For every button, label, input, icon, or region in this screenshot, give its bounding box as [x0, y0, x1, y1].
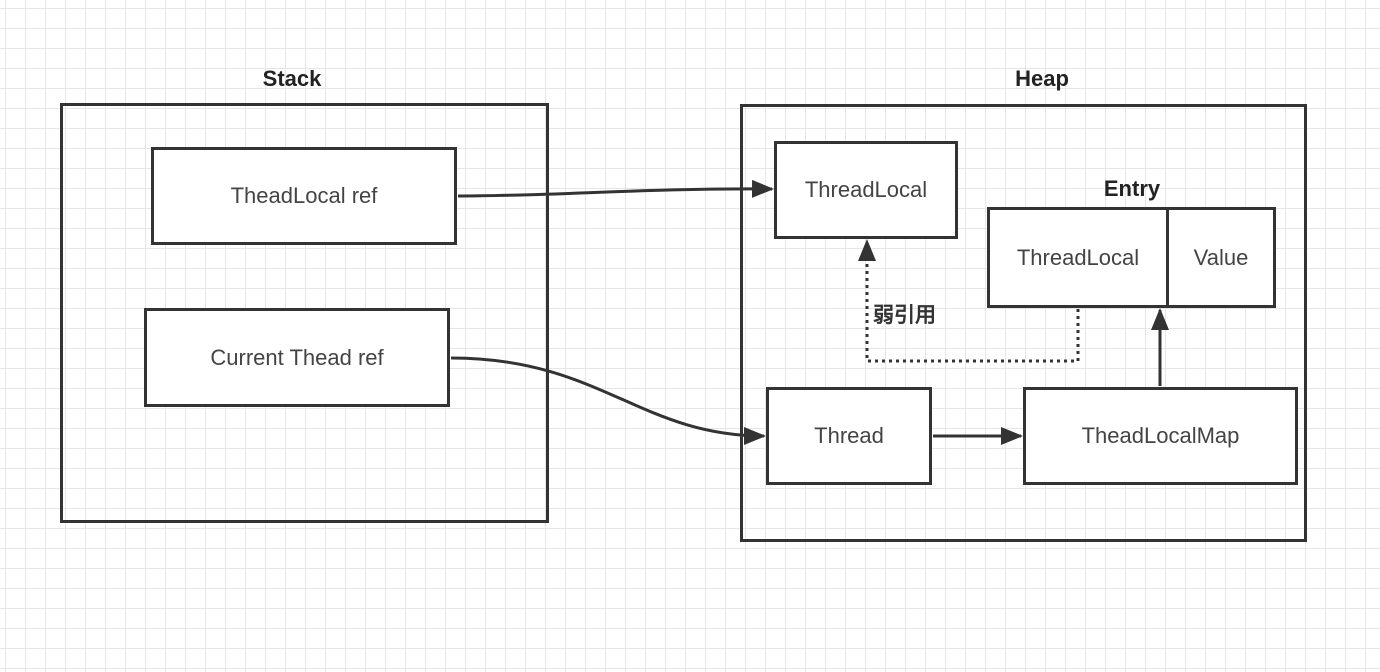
threadlocalmap-box: TheadLocalMap	[1023, 387, 1298, 485]
weak-reference-label: 弱引用	[873, 303, 936, 327]
weak-reference-arrow	[858, 239, 1080, 363]
entry-key-box: ThreadLocal	[987, 207, 1169, 308]
threadlocal-box: ThreadLocal	[774, 141, 958, 239]
current-thread-ref-arrow	[450, 356, 766, 445]
thread-box: Thread	[766, 387, 932, 485]
threadlocal-ref-box: TheadLocal ref	[151, 147, 457, 245]
threadlocal-ref-arrow	[457, 179, 774, 198]
stack-region	[60, 103, 549, 523]
heap-region	[740, 104, 1307, 542]
entry-value-box: Value	[1166, 207, 1276, 308]
current-thread-ref-box: Current Thead ref	[144, 308, 450, 407]
stack-title: Stack	[262, 66, 322, 91]
heap-title: Heap	[1015, 66, 1069, 91]
entry-title: Entry	[1103, 176, 1161, 201]
